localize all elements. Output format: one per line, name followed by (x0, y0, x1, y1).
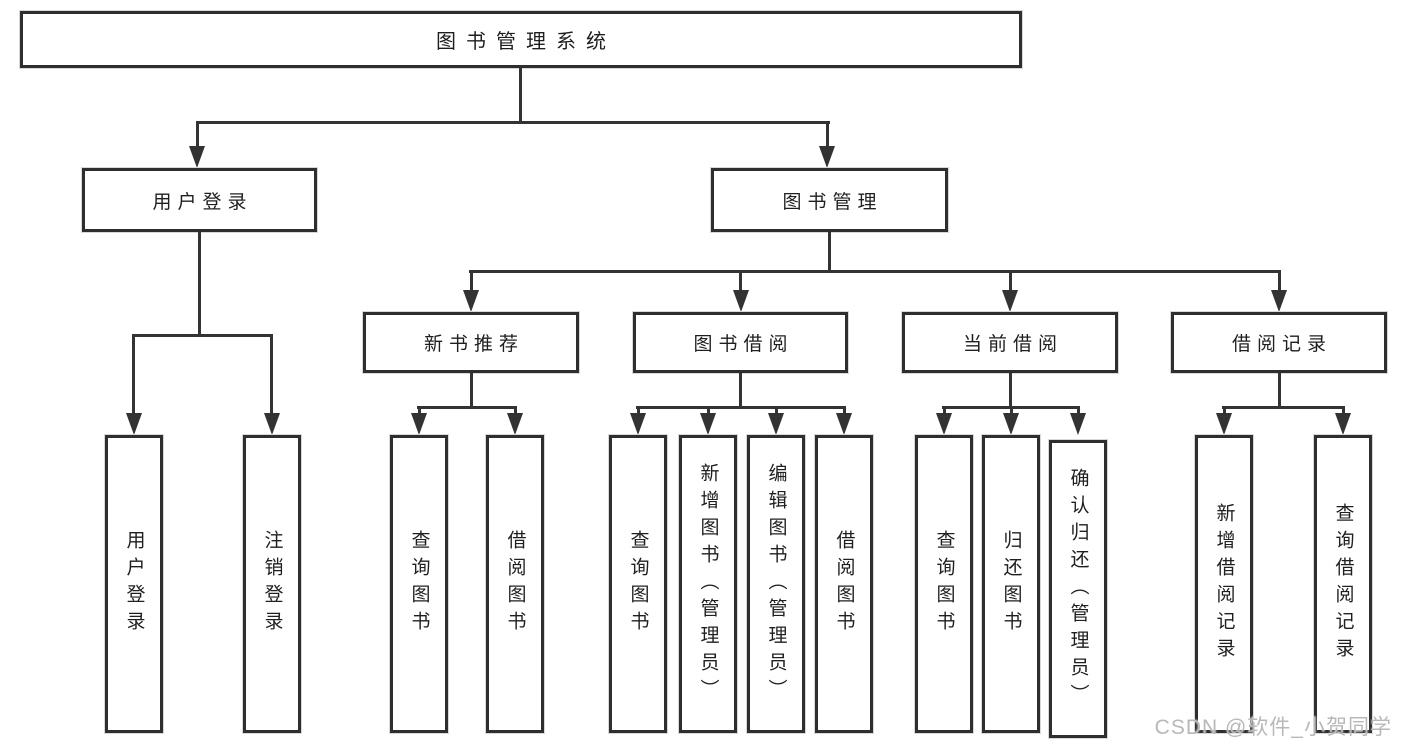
leaf-logout-label: 注销登录 (261, 530, 283, 638)
node-new-book-recommend-label: 新书推荐 (423, 334, 524, 355)
connector-vline (470, 373, 473, 408)
connector-vline (418, 406, 421, 415)
node-new-book-recommend: 新书推荐 (363, 312, 579, 373)
connector-vline (1009, 270, 1012, 292)
leaf-user-login: 用户登录 (105, 435, 163, 733)
arrowhead-down-icon (819, 146, 835, 168)
arrowhead-down-icon (733, 290, 749, 312)
leaf-borrow-books-recommend: 借阅图书 (486, 435, 544, 733)
node-borrow-records: 借阅记录 (1171, 312, 1387, 373)
connector-vline (514, 406, 517, 415)
leaf-confirm-return-admin: 确认归还（管理员） (1049, 440, 1107, 738)
arrowhead-down-icon (264, 413, 280, 435)
leaf-label: 查询图书 (933, 530, 955, 638)
node-book-management-label: 图书管理 (782, 191, 883, 213)
arrowhead-down-icon (1335, 413, 1351, 435)
connector-hline (469, 270, 1281, 273)
connector-vline (637, 406, 640, 415)
arrowhead-down-icon (700, 413, 716, 435)
node-user-login: 用户登录 (82, 168, 317, 232)
connector-vline (1077, 406, 1080, 415)
connector-hline (636, 406, 846, 409)
connector-vline (1278, 270, 1281, 292)
node-borrow-records-label: 借阅记录 (1231, 334, 1332, 355)
connector-vline (739, 270, 742, 292)
connector-vline (826, 121, 829, 148)
leaf-edit-books-admin: 编辑图书（管理员） (747, 435, 805, 733)
leaf-user-login-label: 用户登录 (123, 530, 145, 638)
connector-vline (198, 232, 201, 337)
leaf-label: 归还图书 (1000, 530, 1022, 638)
connector-vline (775, 406, 778, 415)
leaf-query-books-borrow: 查询图书 (609, 435, 667, 733)
arrowhead-down-icon (630, 413, 646, 435)
node-user-login-label: 用户登录 (152, 191, 253, 213)
arrowhead-down-icon (768, 413, 784, 435)
leaf-borrow-books: 借阅图书 (815, 435, 873, 733)
arrowhead-down-icon (126, 413, 142, 435)
arrowhead-down-icon (1216, 413, 1232, 435)
node-root: 图书管理系统 (20, 11, 1022, 68)
leaf-label: 查询借阅记录 (1332, 503, 1354, 665)
leaf-query-borrow-record: 查询借阅记录 (1314, 435, 1372, 733)
connector-vline (843, 406, 846, 415)
leaf-label: 查询图书 (408, 530, 430, 638)
leaf-label: 查询图书 (627, 530, 649, 638)
arrowhead-down-icon (836, 413, 852, 435)
arrowhead-down-icon (411, 413, 427, 435)
connector-vline (270, 334, 273, 413)
arrowhead-down-icon (1002, 290, 1018, 312)
connector-vline (1009, 373, 1012, 408)
arrowhead-down-icon (507, 413, 523, 435)
leaf-label: 确认归还（管理员） (1067, 467, 1089, 711)
csdn-watermark: CSDN @软件_小贺同学 (1154, 716, 1392, 739)
connector-vline (1342, 406, 1345, 415)
leaf-add-borrow-record: 新增借阅记录 (1195, 435, 1253, 733)
leaf-label: 借阅图书 (504, 530, 526, 638)
connector-vline (707, 406, 710, 415)
connector-hline (417, 406, 517, 409)
node-current-borrow: 当前借阅 (902, 312, 1118, 373)
connector-vline (739, 373, 742, 408)
connector-vline (943, 406, 946, 415)
connector-hline (132, 334, 273, 337)
connector-vline (132, 334, 135, 413)
connector-vline (519, 68, 522, 123)
connector-hline (196, 121, 830, 124)
leaf-add-books-admin: 新增图书（管理员） (679, 435, 737, 733)
leaf-query-books-current: 查询图书 (915, 435, 973, 733)
arrowhead-down-icon (463, 290, 479, 312)
leaf-label: 借阅图书 (833, 530, 855, 638)
leaf-label: 编辑图书（管理员） (765, 462, 787, 706)
node-root-label: 图书管理系统 (436, 31, 616, 53)
node-book-borrow-label: 图书借阅 (693, 334, 794, 355)
arrowhead-down-icon (1003, 413, 1019, 435)
leaf-logout: 注销登录 (243, 435, 301, 733)
connector-vline (1010, 406, 1013, 415)
node-book-borrow: 图书借阅 (633, 312, 848, 373)
arrowhead-down-icon (1070, 413, 1086, 435)
leaf-label: 新增借阅记录 (1213, 503, 1235, 665)
connector-vline (470, 270, 473, 292)
node-current-borrow-label: 当前借阅 (962, 334, 1063, 355)
node-book-management: 图书管理 (711, 168, 948, 232)
leaf-return-books: 归还图书 (982, 435, 1040, 733)
connector-vline (1223, 406, 1226, 415)
arrowhead-down-icon (189, 146, 205, 168)
arrowhead-down-icon (1271, 290, 1287, 312)
leaf-query-books-recommend: 查询图书 (390, 435, 448, 733)
connector-vline (196, 121, 199, 148)
connector-vline (828, 232, 831, 272)
leaf-label: 新增图书（管理员） (697, 462, 719, 706)
connector-hline (1222, 406, 1345, 409)
connector-vline (1278, 373, 1281, 408)
arrowhead-down-icon (936, 413, 952, 435)
